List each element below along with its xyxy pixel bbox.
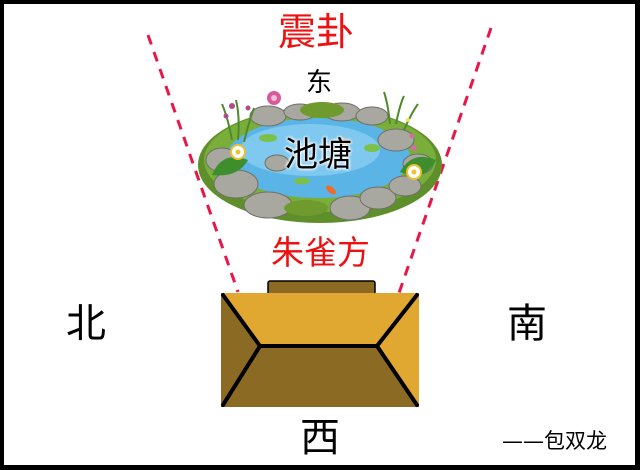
direction-north-label: 北 [66, 301, 106, 347]
trigram-title: 震卦 [278, 10, 355, 54]
left-dashed-sightline [146, 34, 240, 293]
direction-west-label: 西 [300, 415, 340, 461]
pond-icon [198, 91, 442, 223]
pond-label: 池塘 [284, 135, 352, 175]
direction-east-label: 东 [306, 68, 333, 98]
front-direction-label: 朱雀方 [271, 233, 370, 272]
author-signature: ——包双龙 [502, 429, 607, 453]
house-icon [221, 280, 419, 407]
direction-south-label: 南 [507, 301, 547, 347]
